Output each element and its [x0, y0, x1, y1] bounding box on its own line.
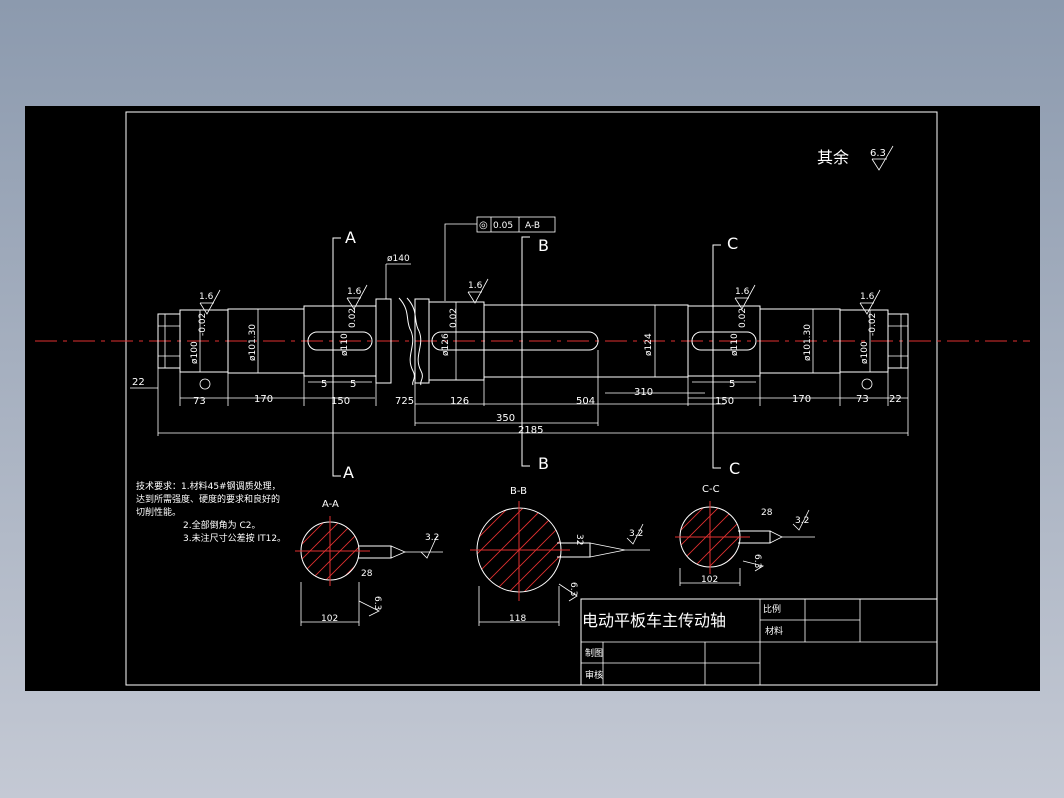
- dim-350: 350: [496, 413, 515, 424]
- section-bb-key: 32: [574, 534, 584, 545]
- dim-tol-left: -0.02: [198, 313, 208, 336]
- section-letter-c-bottom: C: [729, 459, 740, 478]
- section-bb-width: 118: [509, 614, 526, 624]
- section-bb-label: B-B: [510, 486, 527, 497]
- dim-22-right: 22: [889, 394, 902, 405]
- tolerance-value: 0.05: [493, 221, 513, 231]
- section-letter-b-bottom: B: [538, 454, 549, 473]
- dim-tol-d110-left: 0.02: [348, 308, 358, 328]
- tolerance-datum: A-B: [525, 221, 540, 231]
- section-aa-width: 102: [321, 614, 338, 624]
- tech-note-3: 切削性能。: [136, 506, 181, 518]
- dim-tol-d126: 0.02: [449, 308, 459, 328]
- section-bb: [470, 501, 650, 626]
- dim-5-a: 5: [321, 379, 327, 390]
- section-cc-label: C-C: [702, 484, 720, 495]
- dim-73-left: 73: [193, 396, 206, 407]
- roughness-5: 1.6: [860, 292, 875, 302]
- surface-note-value: 6.3: [870, 148, 886, 159]
- dim-150-right: 150: [715, 396, 734, 407]
- dim-504: 504: [576, 396, 595, 407]
- dim-d101-left: ø101.30: [248, 324, 258, 361]
- dim-d110-right: ø110: [730, 333, 740, 356]
- section-aa-32: 3.2: [425, 533, 439, 543]
- roughness-3: 1.6: [468, 281, 483, 291]
- tolerance-frame: [444, 216, 556, 301]
- dim-d100-left: ø100: [190, 341, 200, 364]
- section-aa: [295, 516, 443, 626]
- dim-2185: 2185: [518, 425, 543, 436]
- section-aa-63: 6.3: [372, 596, 382, 610]
- section-cc-63: 6.3: [752, 554, 762, 568]
- drawing-title: 电动平板车主传动轴: [582, 611, 726, 630]
- dim-73-right: 73: [856, 394, 869, 405]
- dim-170-left: 170: [254, 394, 273, 405]
- diameter-lines: [199, 302, 871, 380]
- roughness-1: 1.6: [199, 292, 214, 302]
- tech-note-1: 技术要求：1.材料45#钢调质处理，: [136, 480, 281, 492]
- cad-drawing-viewport[interactable]: 其余 6.3 A A B B C: [25, 106, 1040, 691]
- section-cc-32: 3.2: [795, 516, 809, 526]
- roughness-symbols: [199, 278, 881, 315]
- diameter-labels: ø100 -0.02 ø101.30 ø110 0.02 ø126 0.02 ø…: [190, 308, 878, 364]
- roughness-2: 1.6: [347, 287, 362, 297]
- tech-notes: 技术要求：1.材料45#钢调质处理， 达到所需强度、硬度的要求和良好的 切削性能…: [136, 480, 286, 544]
- drawing-svg: 其余 6.3 A A B B C: [35, 111, 1030, 686]
- title-block-scale-label: 比例: [763, 603, 781, 615]
- section-cc-width: 102: [701, 575, 718, 585]
- title-block-drawn-label: 制图: [585, 647, 603, 659]
- section-letter-a-bottom: A: [343, 463, 354, 482]
- title-block-material-label: 材料: [765, 625, 783, 637]
- tech-note-5: 3.未注尺寸公差按 IT12。: [183, 532, 286, 544]
- dim-310: 310: [634, 387, 653, 398]
- section-aa-label: A-A: [322, 499, 339, 510]
- dim-5-c: 5: [729, 379, 735, 390]
- section-cc: [675, 501, 815, 586]
- section-cc-key: 28: [761, 508, 773, 518]
- dim-d100-right: ø100: [860, 341, 870, 364]
- shaft-outline: [157, 297, 909, 386]
- dim-150-left: 150: [331, 396, 350, 407]
- dim-126: 126: [450, 396, 469, 407]
- length-dimensions: [130, 350, 909, 436]
- tolerance-symbol: ◎: [479, 220, 488, 231]
- section-letter-c-top: C: [727, 234, 738, 253]
- title-block-checked-label: 审核: [585, 669, 603, 681]
- tech-note-4: 2.全部倒角为 C2。: [183, 519, 260, 531]
- roughness-4: 1.6: [735, 287, 750, 297]
- title-block: [580, 598, 938, 686]
- section-letter-a-top: A: [345, 228, 356, 247]
- section-bb-63: 6.3: [568, 582, 578, 596]
- tech-note-2: 达到所需强度、硬度的要求和良好的: [136, 493, 280, 505]
- dim-5-b: 5: [350, 379, 356, 390]
- sheet-border: [125, 111, 938, 686]
- dim-d110-left: ø110: [340, 333, 350, 356]
- dim-22-left: 22: [132, 377, 145, 388]
- dim-d124: ø124: [644, 333, 654, 356]
- dim-d101-right: ø101.30: [803, 324, 813, 361]
- dim-tol-d110-right: 0.02: [738, 308, 748, 328]
- section-letter-b-top: B: [538, 236, 549, 255]
- dim-725: 725: [395, 396, 414, 407]
- dim-tol-right: -0.02: [868, 313, 878, 336]
- surface-note-label: 其余: [817, 148, 849, 167]
- section-markers: [332, 236, 721, 477]
- section-aa-key: 28: [361, 569, 373, 579]
- surface-note-symbol: [871, 145, 894, 171]
- dim-d126: ø126: [441, 333, 451, 356]
- dim-d140: ø140: [387, 254, 410, 264]
- dim-170-right: 170: [792, 394, 811, 405]
- section-bb-32: 3.2: [629, 529, 643, 539]
